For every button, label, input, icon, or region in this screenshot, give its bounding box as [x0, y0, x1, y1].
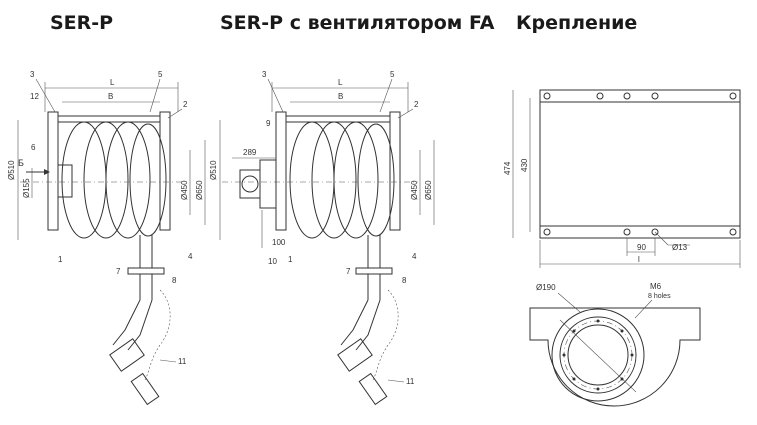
callout-mid-4: 4 [412, 252, 417, 261]
callout-mid-7: 7 [346, 267, 351, 276]
dim-430: 430 [520, 158, 529, 172]
callout-mid-1: 1 [288, 255, 293, 264]
title-ser-p: SER-P [50, 12, 114, 34]
dim-90: 90 [637, 243, 646, 252]
dim-B-left: B [108, 92, 113, 101]
callout-mid-11: 11 [406, 377, 415, 386]
dim-B-mid: B [338, 92, 343, 101]
dim-474: 474 [503, 161, 512, 175]
callout-left-8: 8 [172, 276, 177, 285]
title-ser-p-fan: SER-P с вентилятором FA [220, 12, 495, 34]
dim-d190: Ø190 [536, 283, 556, 292]
dim-289: 289 [243, 148, 257, 157]
dim-L-left: L [110, 78, 115, 87]
dim-d450-left: Ø450 [180, 180, 189, 200]
callout-left-3: 3 [30, 70, 35, 79]
dim-d450-mid: Ø450 [410, 180, 419, 200]
dim-d155-left: Ø155 [22, 178, 31, 198]
dim-100: 100 [272, 238, 286, 247]
callout-left-5: 5 [158, 70, 163, 79]
dim-d510-left: Ø510 [7, 160, 16, 180]
drawing-ser-p: L B Ø510 Ø155 Б Ø450 Ø650 [7, 70, 206, 406]
dim-d650-left: Ø650 [195, 180, 204, 200]
callout-left-4: 4 [188, 252, 193, 261]
callout-left-6: 6 [31, 143, 36, 152]
title-mount: Крепление [516, 12, 638, 34]
callout-left-11: 11 [178, 357, 187, 366]
callout-mid-5: 5 [390, 70, 395, 79]
callout-left-1: 1 [58, 255, 63, 264]
callout-left-2: 2 [183, 100, 188, 109]
callout-left-12: 12 [30, 92, 39, 101]
dim-d510-mid: Ø510 [209, 160, 218, 180]
arrow-label-b: Б [18, 158, 24, 168]
flange-thread: M6 [650, 282, 662, 291]
dim-10: 10 [268, 257, 277, 266]
callout-mid-2: 2 [414, 100, 419, 109]
dim-L-mid: L [338, 78, 343, 87]
drawing-mount: 474 430 90 Ø13 l Ø190 M6 8 holes [503, 89, 741, 407]
drawing-ser-p-fan: L B 289 100 10 Ø510 Ø450 Ø650 [209, 70, 435, 406]
callout-mid-9: 9 [266, 119, 271, 128]
callout-mid-3: 3 [262, 70, 267, 79]
flange-holes: 8 holes [648, 293, 671, 300]
callout-left-7: 7 [116, 267, 121, 276]
callout-mid-8: 8 [402, 276, 407, 285]
dim-d13: Ø13 [672, 243, 688, 252]
dim-d650-mid: Ø650 [424, 180, 433, 200]
dim-l: l [638, 255, 640, 264]
